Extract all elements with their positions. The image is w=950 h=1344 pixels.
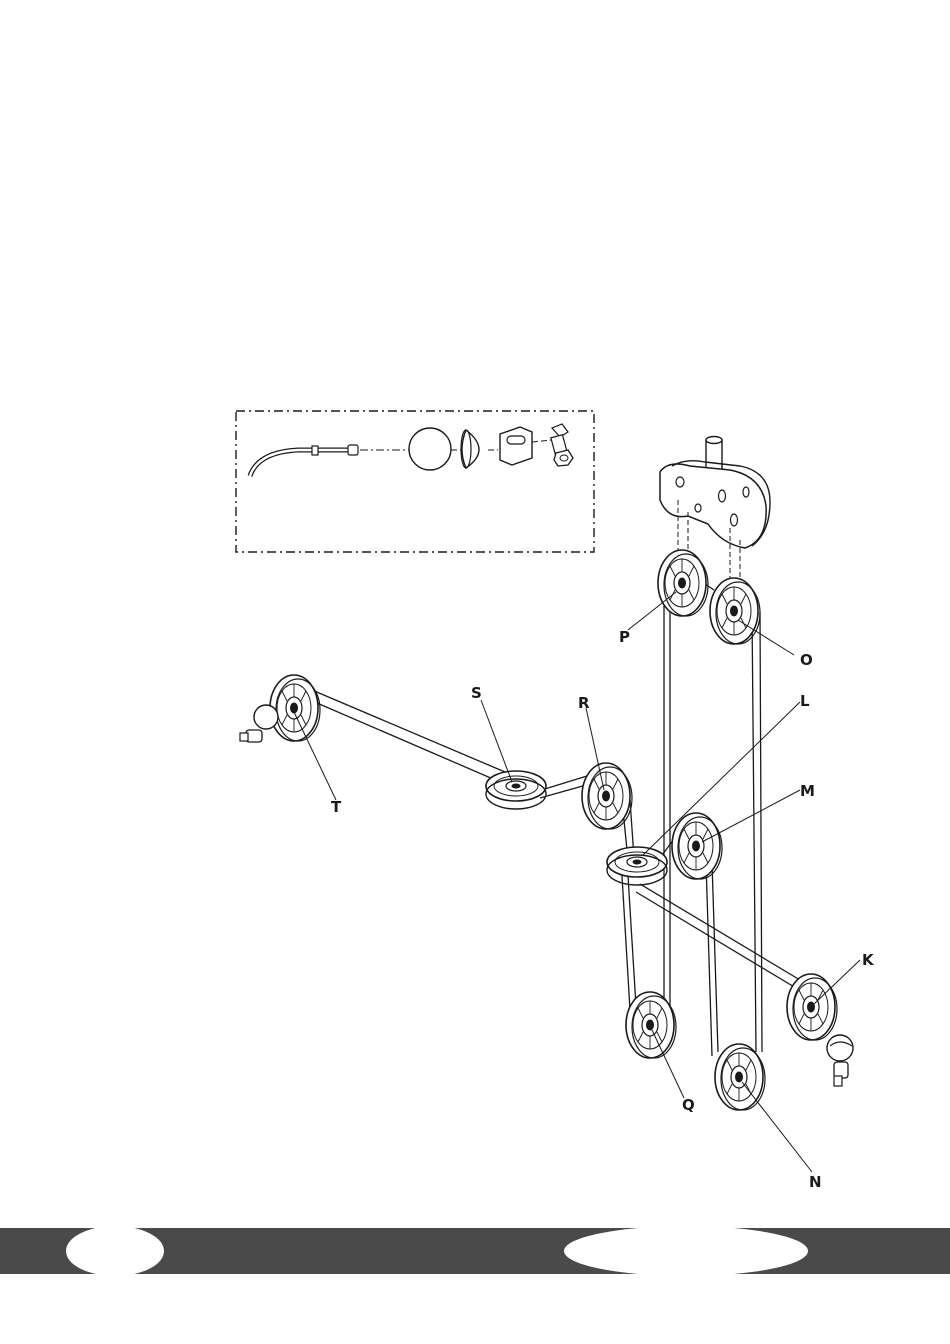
pulley-N bbox=[715, 1044, 765, 1110]
footer-page-pill-left bbox=[66, 1226, 164, 1276]
leader-lines bbox=[294, 592, 860, 1172]
label-O: O bbox=[800, 651, 813, 669]
label-M: M bbox=[800, 782, 815, 800]
label-P: P bbox=[619, 628, 630, 646]
pulley-S bbox=[486, 771, 546, 809]
cable-runs bbox=[310, 582, 800, 1056]
pulley-M bbox=[672, 813, 722, 879]
pulley-Q bbox=[626, 992, 676, 1058]
pulley-T bbox=[270, 675, 320, 741]
footer-page-pill-right bbox=[564, 1226, 808, 1276]
pulley-L bbox=[607, 847, 667, 885]
pulley-K bbox=[787, 974, 837, 1040]
cable-end-left bbox=[240, 705, 278, 742]
label-S: S bbox=[471, 684, 482, 702]
label-K: K bbox=[862, 951, 875, 969]
label-N: N bbox=[809, 1173, 822, 1191]
label-R: R bbox=[578, 694, 590, 712]
label-L: L bbox=[800, 692, 810, 710]
label-T: T bbox=[331, 798, 342, 816]
pulley-P bbox=[658, 550, 708, 616]
cable-end-right bbox=[827, 1035, 853, 1086]
label-Q: Q bbox=[682, 1096, 695, 1114]
detail-inset-box bbox=[236, 411, 594, 552]
